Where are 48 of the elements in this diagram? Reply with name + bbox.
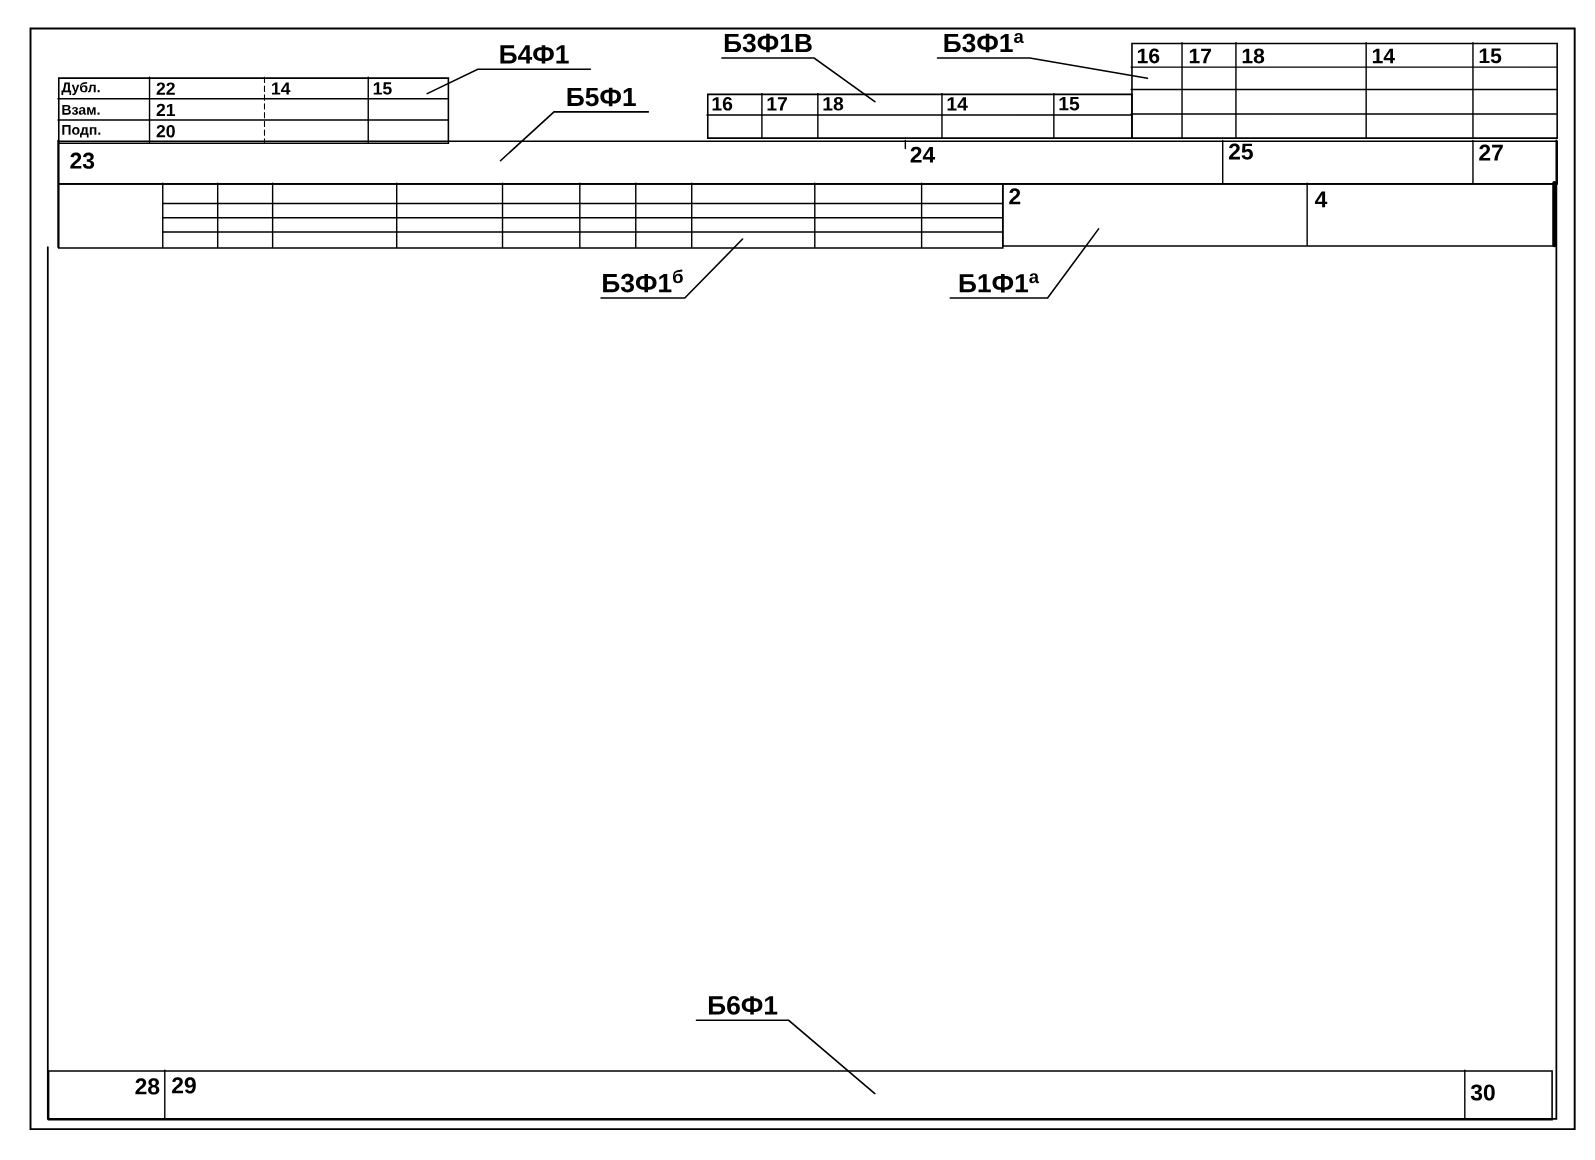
form-block <box>47 1070 1553 1121</box>
cell-number: 14 <box>272 82 291 95</box>
cell-number: 29 <box>172 1077 196 1094</box>
block-label: Б4Ф1 <box>500 45 569 64</box>
leader-line <box>949 228 1100 300</box>
cell-number: 17 <box>1189 48 1211 64</box>
leader-line <box>600 238 744 300</box>
block-label: Б5Ф1 <box>567 87 636 107</box>
cell-number: 15 <box>1479 48 1502 64</box>
block-label: Б6Ф1 <box>708 996 778 1015</box>
form-block <box>58 77 450 145</box>
cell-number: 22 <box>156 82 175 95</box>
block-label: Б1Ф1$^{а}$ <box>959 273 1040 293</box>
leader-line <box>695 1019 876 1095</box>
cell-number: 2 <box>1009 188 1021 205</box>
cell-number: 30 <box>1470 1084 1495 1101</box>
form-block <box>58 140 1558 185</box>
cell-number: 18 <box>1242 48 1265 64</box>
cell-number: 24 <box>910 146 936 163</box>
form-block <box>1002 183 1556 247</box>
cell-number: 15 <box>373 82 392 95</box>
form-block <box>1131 42 1558 140</box>
cell-number: 16 <box>1137 48 1160 64</box>
cell-number: 16 <box>712 97 733 111</box>
cell-number: 4 <box>1315 191 1328 208</box>
block-label: Б3Ф1$^{б}$ <box>603 269 683 293</box>
cell-number: 14 <box>1372 48 1395 64</box>
form-block <box>707 93 1133 140</box>
block-label: Б3Ф1В <box>724 33 812 53</box>
cell-number: 21 <box>156 103 176 117</box>
cell-number: 14 <box>947 97 968 111</box>
cell-number: 28 <box>135 1078 160 1095</box>
cell-number: 27 <box>1479 144 1503 161</box>
block-label: Б3Ф1$^{а}$ <box>944 33 1024 53</box>
cell-number: 25 <box>1228 143 1253 160</box>
cell-number: 18 <box>823 97 844 111</box>
leader-line <box>426 68 592 95</box>
leader-line <box>499 111 650 162</box>
leader-line <box>721 57 876 103</box>
cell-number: 15 <box>1059 97 1080 111</box>
row-heading: Дубл. <box>61 82 100 96</box>
cell-number: 20 <box>156 125 175 138</box>
cell-number: 23 <box>70 152 95 169</box>
cell-number: 17 <box>767 97 787 111</box>
form-block <box>58 183 1004 249</box>
leader-line <box>936 57 1149 80</box>
row-heading: Взам. <box>62 105 100 115</box>
row-heading: Подп. <box>62 125 101 138</box>
